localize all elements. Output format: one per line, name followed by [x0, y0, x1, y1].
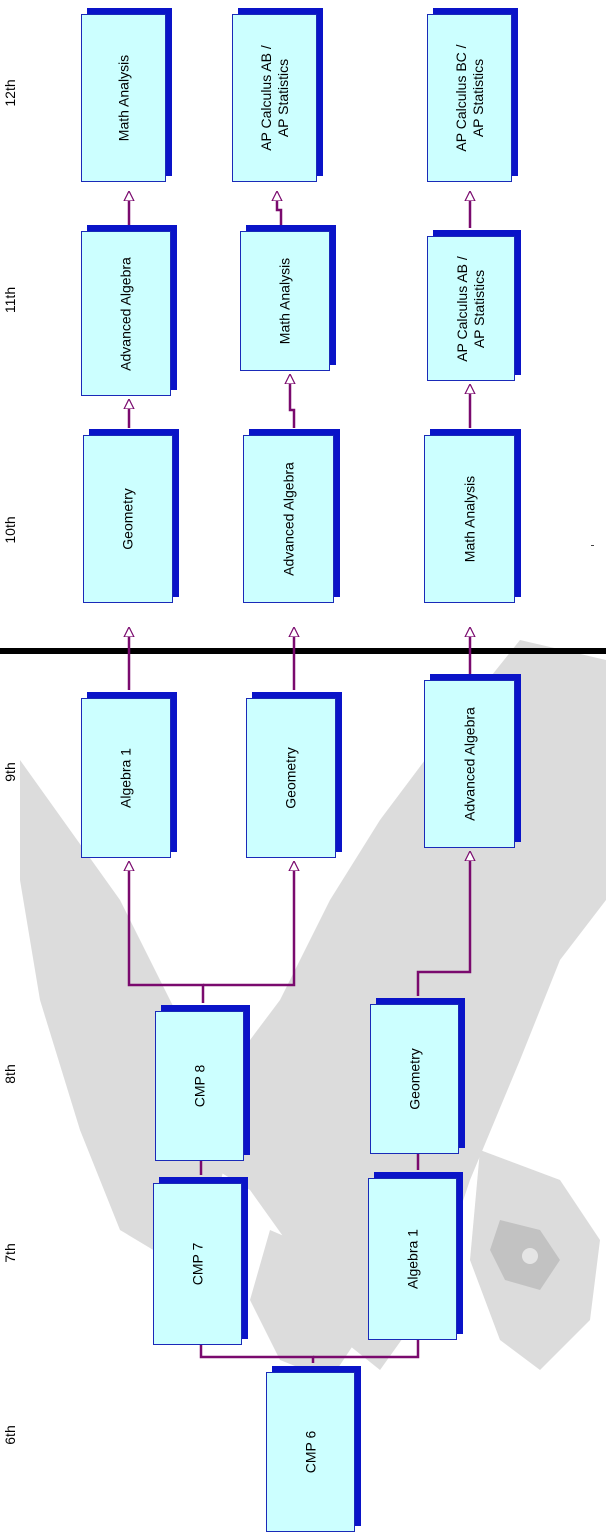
- course-box-geometry-8th: Geometry: [370, 998, 465, 1154]
- course-label: CMP 6: [302, 1430, 318, 1474]
- course-box-advanced-algebra-9th: Advanced Algebra: [424, 674, 521, 848]
- arrow-geo-advalg: [416, 852, 470, 996]
- course-label: Geometry: [406, 1048, 422, 1110]
- course-label: Advanced Algebra: [461, 707, 477, 821]
- course-label: AP Calculus BC / AP Statistics: [452, 44, 486, 152]
- course-box-cmp6: CMP 6: [266, 1366, 361, 1532]
- grade-label-6th: 6th: [2, 1425, 18, 1445]
- grade-label-11th: 11th: [2, 286, 18, 314]
- arrow-advalg-mathan11: [290, 375, 294, 428]
- course-label: CMP 7: [189, 1242, 205, 1286]
- course-box-geometry-9th: Geometry: [246, 692, 342, 858]
- course-box-geometry-10th: Geometry: [83, 429, 179, 603]
- course-label: Algebra 1: [404, 1229, 420, 1289]
- course-box-advanced-algebra-11th: Advanced Algebra: [81, 225, 177, 396]
- course-label: Math Analysis: [461, 475, 477, 563]
- course-box-math-analysis-11th: Math Analysis: [240, 225, 336, 371]
- course-label: Geometry: [282, 747, 299, 809]
- course-box-advanced-algebra-10th: Advanced Algebra: [243, 429, 340, 603]
- grade-label-8th: 8th: [2, 1064, 18, 1084]
- stray-mark: [591, 545, 594, 546]
- course-label: Geometry: [119, 488, 136, 550]
- course-label: Advanced Algebra: [280, 462, 296, 576]
- arrow-cmp8-alg1: [129, 862, 205, 1003]
- divider-line: [0, 648, 606, 654]
- grade-label-12th: 12th: [2, 79, 18, 107]
- grade-label-9th: 9th: [2, 762, 18, 782]
- course-label: Advanced Algebra: [117, 256, 134, 371]
- course-box-math-analysis-12th: Math Analysis: [81, 8, 172, 182]
- course-box-ap-calc-ab-11th: AP Calculus AB / AP Statistics: [427, 230, 521, 381]
- course-box-math-analysis-10th: Math Analysis: [424, 429, 521, 603]
- course-label: Algebra 1: [117, 748, 134, 808]
- course-label: AP Calculus AB / AP Statistics: [454, 255, 487, 362]
- course-box-cmp8: CMP 8: [155, 1005, 250, 1161]
- course-label: AP Calculus AB / AP Statistics: [257, 45, 291, 151]
- course-box-cmp7: CMP 7: [153, 1177, 248, 1345]
- arrow-cmp8-geo: [203, 862, 294, 987]
- course-label: Math Analysis: [115, 54, 131, 142]
- course-label: Math Analysis: [276, 257, 293, 345]
- course-box-ap-calc-bc-12th: AP Calculus BC / AP Statistics: [427, 8, 518, 182]
- course-box-ap-calc-ab-12th: AP Calculus AB / AP Statistics: [232, 8, 323, 182]
- grade-label-10th: 10th: [2, 516, 18, 544]
- course-box-algebra1-7th: Algebra 1: [368, 1172, 463, 1340]
- arrow-mathan-apab12: [277, 192, 281, 228]
- grade-label-7th: 7th: [2, 1243, 18, 1263]
- course-box-algebra1-9th: Algebra 1: [81, 692, 177, 858]
- course-label: CMP 8: [191, 1064, 207, 1108]
